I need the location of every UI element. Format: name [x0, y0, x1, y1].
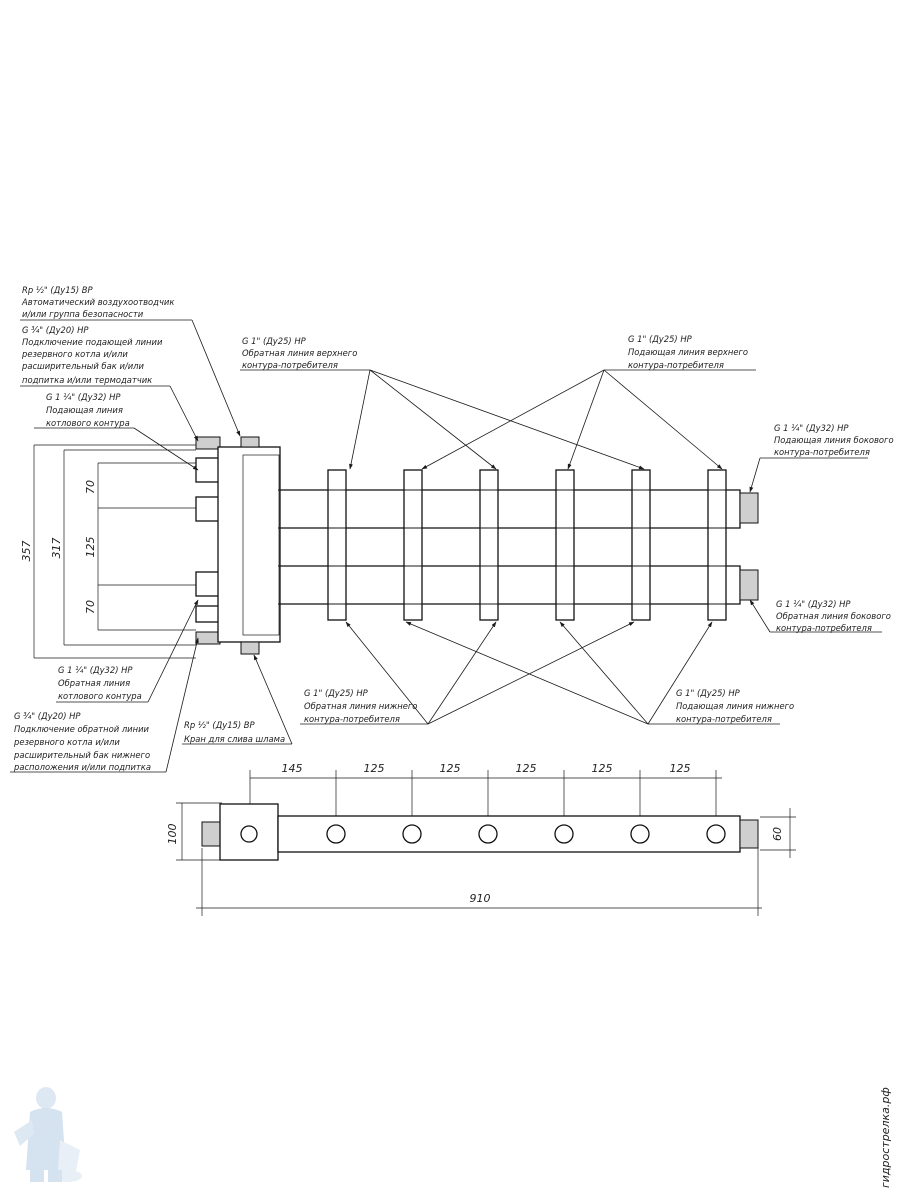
callout-upper-supply-line1: Подающая линия верхнего — [628, 347, 748, 357]
callout-side-supply-spec: G 1 ¼" (Ду32) НР — [774, 423, 849, 433]
front-view: 357 317 70 125 70 — [20, 436, 759, 659]
callout-air-vent-spec: Rp ½" (Ду15) ВР — [22, 285, 94, 295]
left-stub-boiler-supply-2 — [195, 496, 221, 522]
callout-lower-supply-spec: G 1" (Ду25) НР — [676, 688, 741, 698]
left-stub-reserve-return — [195, 631, 221, 645]
callout-boiler-supply-spec: G 1 ¼" (Ду32) НР — [46, 392, 121, 402]
callout-side-return-line2: контура-потребителя — [776, 623, 872, 633]
left-stub-boiler-supply — [195, 457, 221, 483]
side-supply-outlet — [739, 492, 759, 524]
top-air-vent-port — [240, 825, 258, 843]
callout-drain: Rp ½" (Ду15) ВР Кран для слива шлама — [184, 720, 285, 744]
callout-air-vent: Rp ½" (Ду15) ВР Автоматический воздухоот… — [21, 285, 174, 319]
callout-side-supply-line2: контура-потребителя — [774, 447, 870, 457]
callout-side-supply: G 1 ¼" (Ду32) НР Подающая линия бокового… — [774, 423, 894, 457]
return-pipe — [277, 565, 741, 605]
plumber-logo — [14, 1087, 82, 1182]
callout-boiler-return-spec: G 1 ¼" (Ду32) НР — [58, 665, 133, 675]
callout-boiler-supply-line1: Подающая линия — [46, 405, 123, 415]
callout-upper-return-spec: G 1" (Ду25) НР — [242, 336, 307, 346]
dim-gap-top: 70 — [84, 480, 97, 494]
left-stub-boiler-return-2 — [195, 605, 221, 623]
drain-port — [240, 641, 260, 655]
dim-overall-height: 357 — [20, 541, 33, 562]
dim-spacing-4: 125 — [516, 762, 537, 775]
dim-spacing-6: 125 — [670, 762, 691, 775]
callout-upper-return-line1: Обратная линия верхнего — [242, 348, 357, 358]
air-vent-port — [240, 436, 260, 448]
callout-air-vent-line1: Автоматический воздухоотводчик — [21, 297, 174, 307]
callout-reserve-return-line3: расширительный бак нижнего — [13, 750, 150, 760]
callout-air-vent-line2: и/или группа безопасности — [22, 309, 144, 319]
callout-lower-return-line1: Обратная линия нижнего — [304, 701, 417, 711]
separator-inner-tube — [242, 454, 280, 636]
callout-boiler-return-line2: котлового контура — [58, 691, 142, 701]
callout-lower-return-line2: контура-потребителя — [304, 714, 400, 724]
supply-pipe — [277, 489, 741, 529]
dim-inner-height: 317 — [50, 538, 63, 559]
front-dimension-lines — [33, 444, 196, 659]
callout-reserve-return-spec: G ¾" (Ду20) НР — [14, 711, 81, 721]
top-view: 145 125 125 125 125 125 100 60 — [166, 762, 796, 916]
hydraulic-separator-body — [217, 446, 281, 643]
dim-top-height: 100 — [166, 824, 179, 845]
callout-reserve-supply-spec: G ¾" (Ду20) НР — [22, 325, 89, 335]
dim-spacing-5: 125 — [592, 762, 613, 775]
callout-boiler-return: G 1 ¼" (Ду32) НР Обратная линия котловог… — [58, 665, 142, 701]
dim-gap-middle: 125 — [84, 537, 97, 558]
dim-top-depth: 60 — [771, 827, 784, 841]
dim-gap-bottom: 70 — [84, 600, 97, 614]
left-stub-reserve-supply — [195, 436, 221, 450]
callout-lower-supply-line2: контура-потребителя — [676, 714, 772, 724]
callout-lower-return: G 1" (Ду25) НР Обратная линия нижнего ко… — [304, 688, 417, 724]
callout-upper-supply-spec: G 1" (Ду25) НР — [628, 334, 693, 344]
callout-reserve-supply: G ¾" (Ду20) НР Подключение подающей лини… — [21, 325, 163, 385]
top-branch-ports — [326, 824, 726, 844]
callout-side-return: G 1 ¼" (Ду32) НР Обратная линия бокового… — [776, 599, 891, 633]
callout-leaders — [10, 319, 882, 773]
callout-reserve-supply-line4: подпитка и/или термодатчик — [22, 375, 152, 385]
callout-boiler-return-line1: Обратная линия — [58, 678, 130, 688]
callout-upper-return-line2: контура-потребителя — [242, 360, 338, 370]
callout-reserve-return: G ¾" (Ду20) НР Подключение обратной лини… — [13, 711, 151, 772]
callout-reserve-supply-line1: Подключение подающей линии — [22, 337, 163, 347]
left-stub-boiler-return — [195, 571, 221, 597]
callout-side-supply-line1: Подающая линия бокового — [774, 435, 894, 445]
top-right-thread — [739, 819, 759, 849]
callout-reserve-return-line1: Подключение обратной линии — [14, 724, 150, 734]
callout-reserve-return-line2: резервного котла и/или — [13, 737, 120, 747]
callout-boiler-supply-line2: котлового контура — [46, 418, 130, 428]
callout-upper-supply: G 1" (Ду25) НР Подающая линия верхнего к… — [628, 334, 748, 370]
callout-lower-return-spec: G 1" (Ду25) НР — [304, 688, 369, 698]
callout-lower-supply-line1: Подающая линия нижнего — [676, 701, 794, 711]
dim-overall-length: 910 — [470, 892, 491, 905]
callout-reserve-supply-line2: резервного котла и/или — [21, 349, 128, 359]
callout-reserve-return-line4: расположения и/или подпитка — [13, 762, 151, 772]
callout-upper-supply-line2: контура-потребителя — [628, 360, 724, 370]
callout-lower-supply: G 1" (Ду25) НР Подающая линия нижнего ко… — [676, 688, 794, 724]
callout-reserve-supply-line3: расширительный бак и/или — [21, 361, 145, 371]
branch-flanges — [278, 469, 740, 621]
dim-spacing-3: 125 — [440, 762, 461, 775]
callout-side-return-line1: Обратная линия бокового — [776, 611, 891, 621]
dim-spacing-1: 145 — [282, 762, 303, 775]
top-manifold-body — [277, 815, 741, 853]
dim-spacing-2: 125 — [364, 762, 385, 775]
callout-upper-return: G 1" (Ду25) НР Обратная линия верхнего к… — [242, 336, 357, 370]
callout-side-return-spec: G 1 ¼" (Ду32) НР — [776, 599, 851, 609]
top-left-thread — [201, 821, 223, 847]
callout-drain-spec: Rp ½" (Ду15) ВР — [184, 720, 256, 730]
callout-boiler-supply: G 1 ¼" (Ду32) НР Подающая линия котловог… — [46, 392, 130, 428]
side-return-outlet — [739, 569, 759, 601]
site-watermark: гидрострелка.рф — [879, 1087, 892, 1188]
callout-drain-line1: Кран для слива шлама — [184, 734, 285, 744]
